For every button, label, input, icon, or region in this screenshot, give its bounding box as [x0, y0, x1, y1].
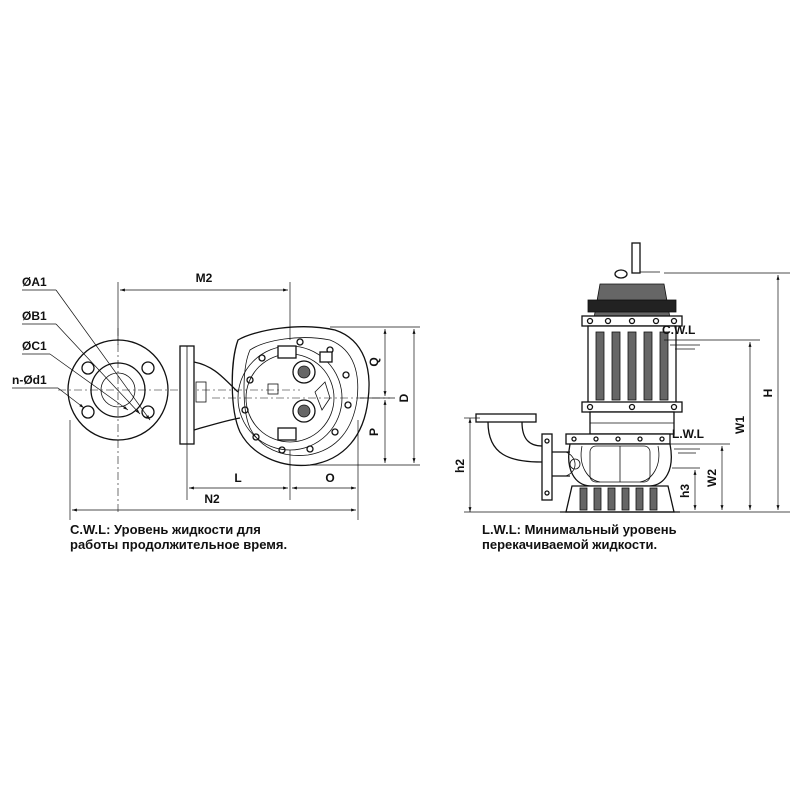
side-view: C.W.L L.W.L H W1 W2 h3 h2 — [453, 242, 790, 513]
lwl-note-line1: L.W.L: Минимальный уровень — [482, 522, 677, 537]
label-phi-c1: ØC1 — [22, 339, 47, 353]
flange-callouts: ØA1 ØB1 ØC1 n-Ød1 — [12, 275, 151, 421]
label-d: D — [397, 393, 411, 402]
dimension-q-p-d: Q P D — [310, 326, 420, 466]
label-h3: h3 — [678, 484, 692, 498]
label-p: P — [367, 428, 381, 436]
label-q: Q — [367, 357, 381, 366]
dimension-h-w: H W1 W2 h3 h2 — [453, 272, 790, 513]
elbow-pipe — [179, 345, 241, 445]
label-n2: N2 — [204, 492, 220, 506]
label-cwl: C.W.L — [662, 323, 695, 337]
outlet-elbow — [475, 413, 581, 501]
label-lwl: L.W.L — [672, 427, 704, 441]
dimension-l-o-n2: L O N2 — [69, 420, 359, 520]
pump-casing — [565, 433, 672, 487]
lwl-note-line2: перекачиваемой жидкости. — [482, 537, 658, 552]
label-m2: M2 — [196, 271, 213, 285]
lwl-note: L.W.L: Минимальный уровень перекачиваемо… — [482, 522, 677, 552]
water-levels: C.W.L L.W.L — [662, 323, 760, 454]
top-view: M2 Q P D L O N2 ØA1 — [12, 271, 420, 520]
label-w1: W1 — [733, 416, 747, 434]
label-n-phi-d1: n-Ød1 — [12, 373, 47, 387]
pump-housing-top — [212, 326, 390, 467]
cwl-note-line2: работы продолжительное время. — [70, 537, 288, 552]
cwl-note: C.W.L: Уровень жидкости для работы продо… — [70, 522, 287, 552]
label-h: H — [761, 389, 775, 398]
strainer-stand — [560, 485, 680, 513]
lifting-rod — [614, 242, 660, 279]
label-phi-b1: ØB1 — [22, 309, 47, 323]
label-o: O — [325, 471, 334, 485]
label-w2: W2 — [705, 469, 719, 487]
label-h2: h2 — [453, 459, 467, 473]
label-l: L — [234, 471, 241, 485]
label-phi-a1: ØA1 — [22, 275, 47, 289]
dimension-m2: M2 — [117, 271, 291, 345]
motor-top — [581, 283, 683, 327]
motor-body — [581, 325, 683, 435]
cwl-note-line1: C.W.L: Уровень жидкости для — [70, 522, 261, 537]
